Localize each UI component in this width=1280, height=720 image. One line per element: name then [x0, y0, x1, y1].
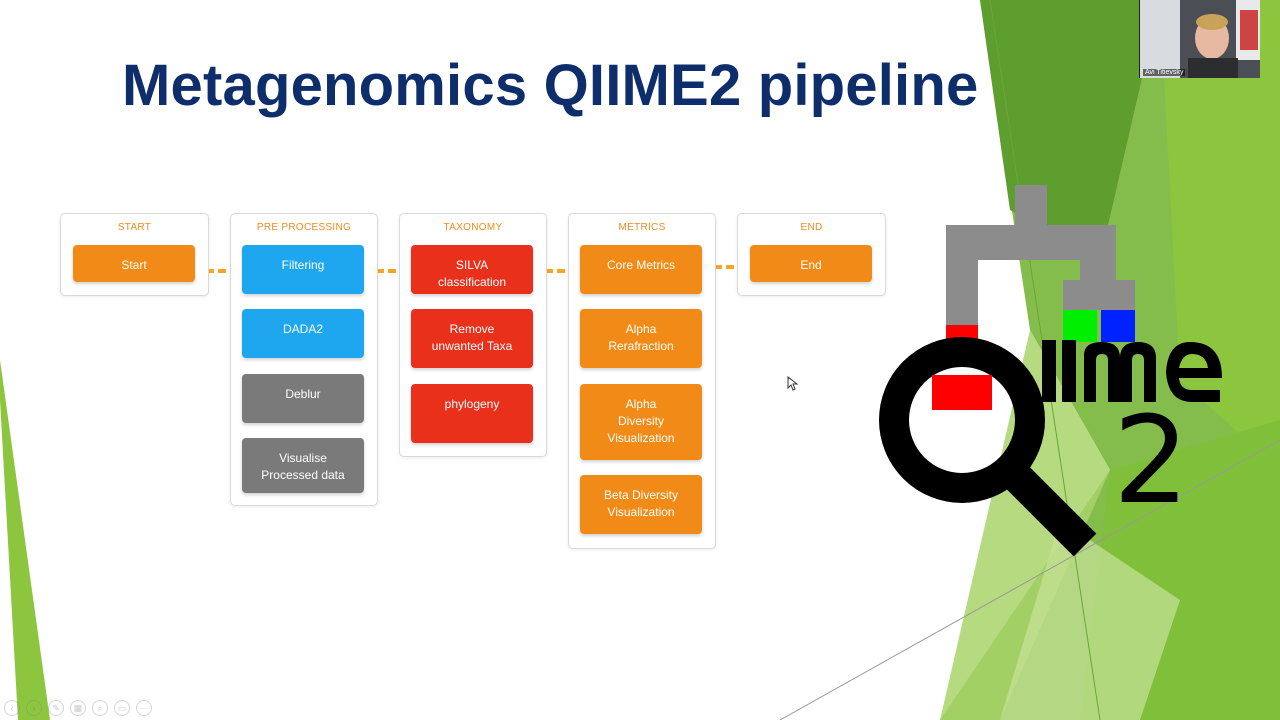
screen-icon[interactable]: ▭: [114, 700, 130, 716]
column-header: END: [800, 222, 823, 233]
more-icon[interactable]: ⋯: [136, 700, 152, 716]
qiime2-logo: 2: [879, 185, 1222, 557]
slide-title: Metagenomics QIIME2 pipeline: [122, 53, 979, 118]
box-alpha-rerafraction: Alpha Rerafraction: [580, 309, 702, 368]
box-filtering: Filtering: [242, 245, 364, 294]
column-header: METRICS: [618, 222, 666, 233]
column-metrics: METRICS Core Metrics Alpha Rerafraction …: [568, 213, 716, 549]
next-slide-icon[interactable]: ›: [26, 700, 42, 716]
box-start: Start: [73, 245, 195, 282]
logo-magnifier-q: [879, 337, 1097, 557]
column-header: PRE PROCESSING: [256, 222, 352, 233]
column-taxonomy: TAXONOMY SILVA classification Remove unw…: [399, 213, 547, 457]
box-beta-diversity-visualization: Beta Diversity Visualization: [580, 475, 702, 534]
participant-name: Avi Titievsky: [1143, 69, 1186, 76]
prev-slide-icon[interactable]: ‹: [4, 700, 20, 716]
box-visualise-processed-data: Visualise Processed data: [242, 438, 364, 493]
box-deblur: Deblur: [242, 374, 364, 423]
column-pre-processing: PRE PROCESSING Filtering DADA2 Deblur Vi…: [230, 213, 378, 506]
column-header: START: [117, 222, 152, 233]
logo-wordmark: 2: [1042, 340, 1222, 531]
logo-tree: [946, 185, 1135, 345]
zoom-icon[interactable]: ⌕: [92, 700, 108, 716]
box-dada2: DADA2: [242, 309, 364, 358]
slides-icon[interactable]: ▦: [70, 700, 86, 716]
pen-icon[interactable]: ✎: [48, 700, 64, 716]
webcam-video-frame: [1140, 0, 1260, 78]
box-alpha-diversity-visualization: Alpha Diversity Visualization: [580, 384, 702, 460]
webcam-video-tile[interactable]: Avi Titievsky: [1139, 0, 1260, 78]
presentation-toolbar: ‹ › ✎ ▦ ⌕ ▭ ⋯: [4, 700, 152, 716]
box-silva-classification: SILVA classification: [411, 245, 533, 294]
box-core-metrics: Core Metrics: [580, 245, 702, 294]
column-end: END End: [737, 213, 886, 296]
column-start: START Start: [60, 213, 209, 296]
mouse-cursor-icon: [787, 376, 799, 391]
box-end: End: [750, 245, 872, 282]
box-remove-unwanted-taxa: Remove unwanted Taxa: [411, 309, 533, 368]
column-header: TAXONOMY: [443, 222, 503, 233]
box-phylogeny: phylogeny: [411, 384, 533, 443]
svg-text:2: 2: [1113, 392, 1189, 531]
